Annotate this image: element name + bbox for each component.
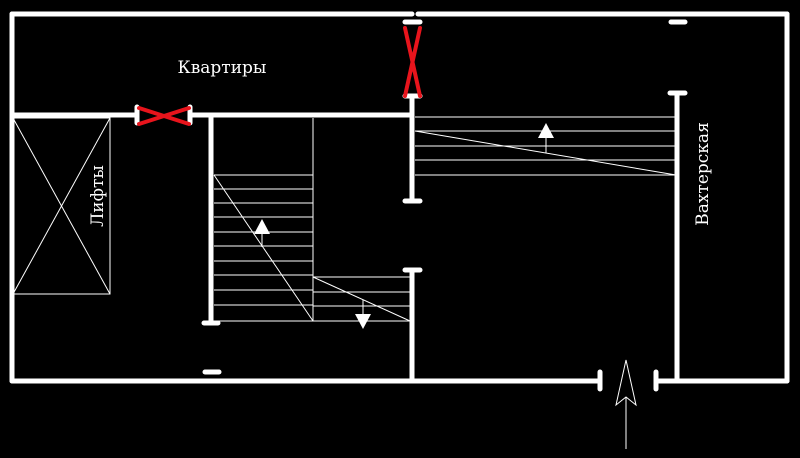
stair-up-arrow-icon — [538, 123, 554, 153]
blocked-door-icon — [403, 26, 422, 98]
inner-walls — [9, 90, 680, 384]
guard-room-label: Вахтерская — [693, 122, 713, 226]
entrance-arrow-icon — [615, 359, 637, 449]
elevators-label: Лифты — [88, 165, 108, 227]
staircase-lower — [213, 118, 411, 322]
blocked-door-icon — [137, 106, 191, 126]
stair-down-arrow-icon — [355, 300, 371, 329]
stair-up-arrow-icon — [254, 219, 270, 247]
apartments-label: Квартиры — [178, 58, 267, 78]
elevator-shaft — [12, 117, 111, 295]
